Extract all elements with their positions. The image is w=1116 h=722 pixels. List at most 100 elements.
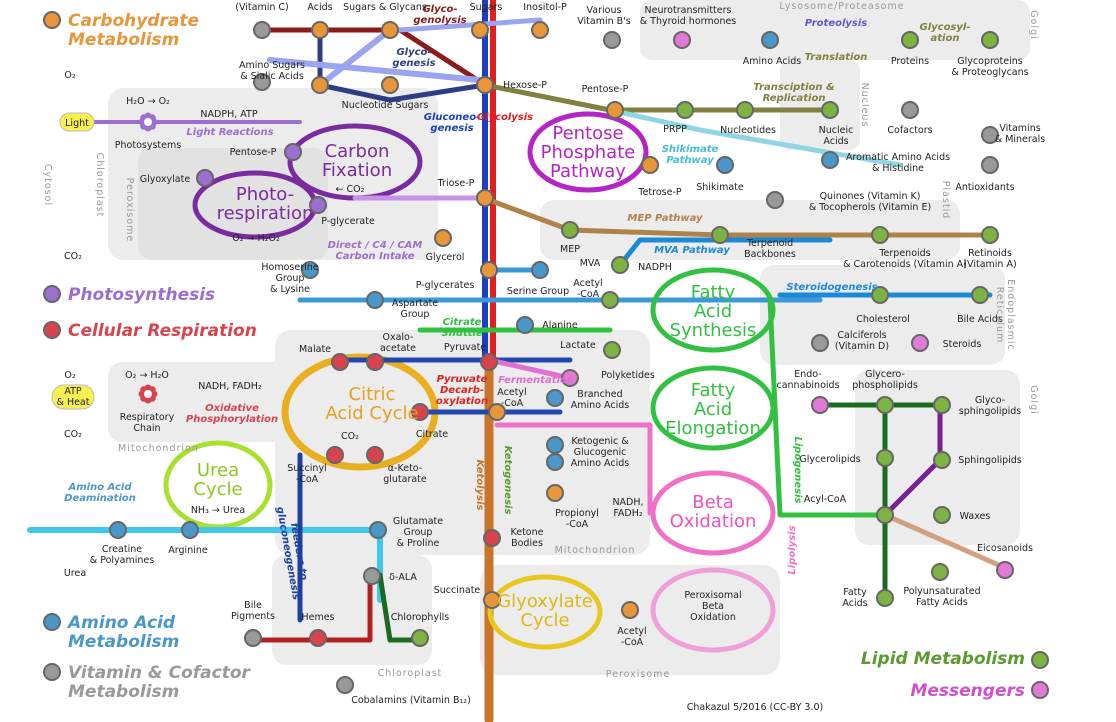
station-endo [811,396,829,414]
path-ketogenesis: Ketogenesis [502,446,513,515]
station-acyl-coa [876,506,894,524]
path-gluconeogenesis: Gluconeo-genesis [424,112,480,134]
label-glycerophospho: Glycero-phospholipids [852,369,918,391]
label-proteins: Proteins [891,56,929,67]
label-polyketides: Polyketides [601,370,655,381]
fas-ring [650,267,776,353]
label-glycoproteins: Glycoproteins& Proteoglycans [951,56,1028,78]
org-er: EndoplasmicReticulum [994,279,1016,350]
glyoxylate-ring [487,574,603,650]
station-succinyl [326,446,344,464]
legend-dot-vit [43,663,61,681]
station-glutamate [369,521,387,539]
label-amino-sugars: Amino Sugars& Sialic Acids [239,60,305,82]
station-waxes [933,506,951,524]
eicosanoid-line [882,512,1013,573]
station-inositol [531,21,549,39]
station-fatty-acids [876,589,894,607]
label-shikimate: Shikimate [696,182,744,193]
station-prpp [676,101,694,119]
sugar-line-2 [317,27,393,88]
label-acetyl-coa2: Acetyl-CoA [497,387,526,409]
station-glycerophospho [876,396,894,414]
station-eicosanoids [996,561,1014,579]
station-mva [611,256,629,274]
label-citrate: Citrate [416,429,448,440]
label-nucleotide-sugars: Nucleotide Sugars [342,100,429,111]
label-co2-small: ← CO₂ [336,184,365,195]
station-amino-sugars [253,73,271,91]
station-homoserine [301,261,319,279]
org-chloro2: Chloroplast [378,668,443,679]
station-bile-acids [971,286,989,304]
label-alanine: Alanine [542,320,578,331]
label-amino-acids: Amino Acids [743,56,801,67]
label-acyl-coa: Acyl-CoA [804,494,847,505]
station-ketone [483,529,501,547]
station-terpenoid-bb [711,226,729,244]
legend-resp: Cellular Respiration [68,321,257,341]
label-sugars: Sugars [470,2,503,13]
station-triose [476,189,494,207]
station-arginine [181,521,199,539]
org-nucleus: Nucleus [859,83,870,128]
station-nucleic [821,101,839,119]
station-creatine [109,521,127,539]
label-chlorophylls: Chlorophylls [391,612,450,623]
label-prpp: PRPP [663,124,687,135]
label-waxes: Waxes [960,511,991,522]
station-glycosphingo [933,396,951,414]
label-o2-left: O₂ [64,70,75,81]
legend-dot-photo [43,285,61,303]
station-oxaloacetate [366,353,384,371]
legend-dot-resp [43,321,61,339]
station-hemes [309,629,327,647]
station-amino-acids [761,31,779,49]
station-mep [561,221,579,239]
org-chloroplast: Chloroplast [94,153,105,218]
label-co2-left2: CO₂ [64,429,82,440]
station-akg [366,446,384,464]
station-neuro [673,31,691,49]
station-aromatic [821,151,839,169]
station-acetyl-coa3 [621,601,639,619]
station-glycerolipids [876,449,894,467]
station-glycoproteins [981,31,999,49]
station-ketogenic [546,436,564,454]
station-sugars [471,21,489,39]
label-nadh-fadh2: NADH,FADH₂ [612,497,643,519]
station-cobalamins [336,676,354,694]
station-acetyl-coa [601,291,619,309]
station-shikimate [716,156,734,174]
label-cofactors: Cofactors [887,125,932,136]
station-sphingolipids [933,451,951,469]
station-malate [331,353,349,371]
legend-msg: Messengers [910,681,1025,701]
station-antioxidants [981,156,999,174]
label-lactate: Lactate [560,340,596,351]
label-light-pill [59,112,95,132]
station-glyoxylate [196,169,214,187]
label-credit: Chakazul 5/2016 (CC-BY 3.0) [687,702,823,713]
station-citrate [411,403,429,421]
label-aromatic: Aromatic Amino Acids& Histidine [846,152,950,174]
label-acids: Acids [307,2,332,13]
